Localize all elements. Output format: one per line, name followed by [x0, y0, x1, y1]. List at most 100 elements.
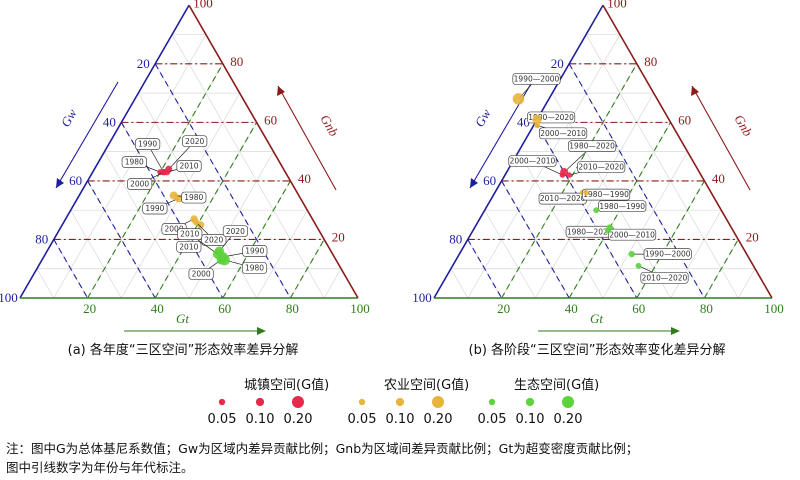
- point-label: 1980—1990: [583, 190, 629, 199]
- gt-gridline: [154, 122, 258, 299]
- gw-gridline: [53, 239, 89, 299]
- legend-title: 农业空间(G值): [384, 377, 469, 393]
- point-label: 2000: [165, 225, 184, 234]
- gnb-arrow: [277, 85, 337, 191]
- gnb-tick-label: 60: [678, 112, 691, 127]
- data-point: [593, 207, 600, 214]
- point-label-box: [222, 225, 248, 238]
- data-point: [583, 189, 589, 196]
- point-label: 2010: [180, 230, 199, 239]
- gw-tick-label: 60: [69, 173, 82, 188]
- gt-tick-label: 60: [632, 301, 645, 316]
- gt-tick-label: 80: [700, 301, 713, 316]
- footnote-line-2: 图中引线数字为年份与年代标注。: [6, 460, 194, 475]
- point-label: 1980: [125, 158, 144, 167]
- point-label: 2000—2010: [609, 230, 655, 239]
- data-point: [216, 255, 226, 265]
- gt-tick-label: 40: [151, 301, 164, 316]
- gw-tick-label: 60: [483, 173, 496, 188]
- data-point: [160, 168, 167, 176]
- legend-marker: [218, 398, 226, 406]
- series-2: 1980—19901980—20202000—20101990—20002010…: [565, 200, 692, 284]
- data-point: [566, 172, 572, 178]
- data-point: [197, 221, 205, 229]
- legend-marker: [255, 397, 265, 407]
- gt-tick-label: 60: [218, 301, 231, 316]
- gnb-tick-label: 60: [264, 112, 277, 127]
- legend-title: 城镇空间(G值): [244, 377, 329, 393]
- point-label-box: [188, 268, 214, 280]
- point-label: 2010—2020: [642, 273, 688, 282]
- point-label-box: [512, 73, 561, 85]
- point-label: 1990: [138, 140, 157, 149]
- point-label-box: [241, 262, 268, 274]
- point-label: 2020: [204, 235, 223, 244]
- point-label-box: [508, 155, 557, 167]
- point-label: 1990: [145, 204, 164, 213]
- legend-marker: [395, 397, 405, 407]
- point-label-box: [142, 202, 168, 215]
- point-label-box: [201, 234, 227, 246]
- legend-marker: [292, 396, 304, 408]
- point-label-box: [577, 161, 626, 173]
- gnb-tick-label: 20: [332, 229, 345, 244]
- data-point: [532, 114, 542, 125]
- gnb-tick-label: 40: [298, 171, 311, 186]
- gw-tick-label: 20: [551, 56, 564, 71]
- gw-tick-label: 100: [412, 290, 432, 305]
- legend-marker: [432, 396, 444, 408]
- gw-tick-label: 80: [35, 231, 48, 246]
- gnb-axis-label: Gnb: [317, 112, 341, 139]
- gnb-edge: [188, 4, 359, 299]
- gnb-axis-label: Gnb: [731, 112, 755, 139]
- gt-axis-label: Gt: [176, 311, 189, 326]
- point-label: 1980: [245, 264, 264, 273]
- point-label: 1990—2000: [645, 250, 691, 259]
- point-label-box: [608, 228, 657, 241]
- data-point: [605, 227, 612, 234]
- gw-arrow: [55, 81, 119, 189]
- legend-size-label: 0.10: [386, 412, 415, 427]
- legend-marker: [525, 397, 535, 407]
- gw-gridline: [120, 122, 224, 299]
- point-label: 2010—2020: [540, 194, 586, 203]
- gt-tick-label: 100: [764, 301, 784, 316]
- legend-size-label: 0.20: [554, 412, 583, 427]
- gt-tick-label: 80: [286, 301, 299, 316]
- point-label-box: [640, 271, 689, 284]
- legend-title: 生态空间(G值): [514, 377, 599, 393]
- point-label-box: [643, 248, 692, 260]
- point-label-box: [121, 156, 147, 168]
- point-label: 1980—2020: [528, 113, 574, 122]
- legend-size-label: 0.10: [516, 412, 545, 427]
- gw-gridline: [501, 180, 570, 299]
- gnb-edge: [602, 4, 773, 299]
- gt-gridline: [289, 239, 325, 299]
- point-label-box: [582, 188, 631, 201]
- gw-tick-label: 40: [517, 114, 530, 129]
- point-label: 1980: [184, 193, 203, 202]
- gw-tick-label: 100: [0, 290, 18, 305]
- point-label-box: [568, 140, 617, 152]
- data-point: [559, 172, 566, 178]
- point-label-box: [177, 228, 203, 240]
- point-label: 1990—2000: [514, 75, 560, 84]
- gnb-tick-label: 40: [712, 171, 725, 186]
- gw-gridline: [467, 239, 503, 299]
- point-label-box: [176, 160, 202, 172]
- point-label-box: [127, 178, 153, 190]
- point-label: 1980—2020: [567, 227, 613, 236]
- point-label: 1990: [245, 247, 264, 256]
- gt-gridline: [703, 239, 739, 299]
- legend-marker: [562, 396, 574, 408]
- gw-gridline: [87, 180, 156, 299]
- point-label-box: [182, 135, 208, 148]
- point-label: 2000: [130, 180, 149, 189]
- data-point: [512, 93, 525, 105]
- panel-caption: (a) 各年度“三区空间”形态效率差异分解: [68, 342, 299, 358]
- gt-gridline: [501, 63, 638, 299]
